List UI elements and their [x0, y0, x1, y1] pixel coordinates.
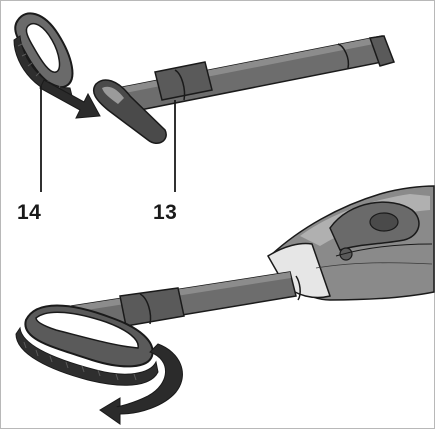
brush-nozzle-rotated: [15, 304, 159, 386]
callout-label-13: 13: [153, 201, 178, 224]
handheld-vacuum: [266, 185, 435, 301]
crevice-tool-attached: [71, 271, 301, 333]
callout-label-14: 14: [17, 201, 42, 224]
push-on-arrow-icon: [39, 79, 101, 119]
rotate-arrow-icon: [99, 343, 183, 425]
crevice-tool: [92, 35, 395, 144]
